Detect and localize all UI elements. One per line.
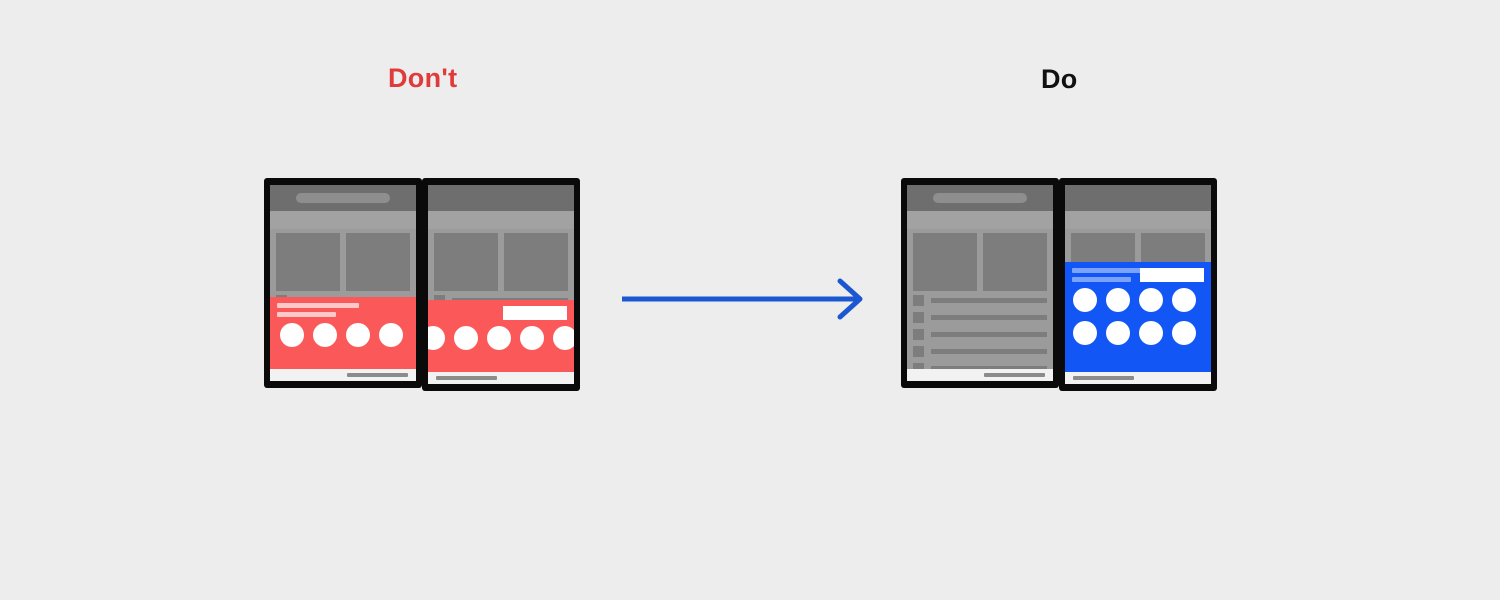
hero-card[interactable] — [276, 233, 340, 291]
overlay-dot[interactable] — [1172, 288, 1196, 312]
overlay-text-line — [277, 303, 359, 308]
home-indicator-strip — [270, 369, 416, 381]
search-bar-placeholder[interactable] — [933, 193, 1027, 203]
hero-card[interactable] — [504, 233, 568, 291]
overlay-dot-row — [1065, 321, 1211, 345]
hero-card[interactable] — [346, 233, 410, 291]
dont-device-pair — [264, 178, 580, 391]
dont-section-label: Don't — [388, 63, 458, 93]
device-screen — [428, 185, 574, 384]
overlay-dot[interactable] — [280, 323, 304, 347]
search-bar-placeholder[interactable] — [296, 193, 390, 203]
bottom-sheet-overlay — [428, 300, 574, 372]
overlay-header — [428, 300, 574, 326]
home-indicator-strip — [1065, 372, 1211, 384]
list-item-text-bar — [931, 298, 1047, 303]
overlay-dot[interactable] — [1172, 321, 1196, 345]
home-indicator[interactable] — [436, 376, 497, 380]
status-bar — [1065, 185, 1211, 211]
overlay-dot[interactable] — [428, 326, 445, 350]
list-item-icon — [913, 295, 924, 306]
home-indicator[interactable] — [347, 373, 408, 377]
sub-header-bar — [907, 211, 1053, 229]
overlay-action-button[interactable] — [502, 306, 567, 320]
device-screen — [907, 185, 1053, 381]
bottom-sheet-overlay — [270, 297, 416, 369]
do-device-right — [1059, 178, 1217, 391]
overlay-text-lines — [1072, 268, 1154, 282]
list-item-text-bar — [931, 366, 1047, 371]
overlay-dot[interactable] — [379, 323, 403, 347]
hero-card-group — [270, 229, 416, 291]
transition-arrow — [620, 276, 870, 322]
list-item-icon — [913, 363, 924, 374]
device-screen — [270, 185, 416, 381]
overlay-dot[interactable] — [1106, 288, 1130, 312]
overlay-dot[interactable] — [1073, 321, 1097, 345]
device-screen — [1065, 185, 1211, 384]
hero-card-group — [907, 229, 1053, 291]
overlay-dot[interactable] — [313, 323, 337, 347]
overlay-dot[interactable] — [1073, 288, 1097, 312]
list-item[interactable] — [913, 312, 1047, 323]
hero-card[interactable] — [913, 233, 977, 291]
do-device-left — [901, 178, 1059, 388]
list-item-icon — [913, 329, 924, 340]
home-indicator-strip — [907, 369, 1053, 381]
list-item[interactable] — [913, 346, 1047, 357]
do-device-pair — [901, 178, 1217, 391]
list-item-text-bar — [931, 349, 1047, 354]
do-section-label: Do — [1041, 64, 1078, 94]
overlay-dot[interactable] — [1139, 321, 1163, 345]
overlay-text-line — [1072, 268, 1154, 273]
overlay-text-line — [1072, 277, 1131, 282]
list-item-icon — [913, 346, 924, 357]
overlay-text-lines — [277, 303, 359, 317]
overlay-dot[interactable] — [487, 326, 511, 350]
overlay-dot[interactable] — [346, 323, 370, 347]
hero-card-group — [428, 229, 574, 291]
list-item-text-bar — [931, 332, 1047, 337]
overlay-action-button[interactable] — [1139, 268, 1204, 282]
overlay-header — [1065, 262, 1211, 288]
overlay-dot-row — [428, 326, 574, 350]
overlay-dot-row — [272, 323, 416, 347]
overlay-dot-row — [1065, 288, 1211, 312]
sub-header-bar — [1065, 211, 1211, 229]
status-bar — [270, 185, 416, 211]
home-indicator[interactable] — [1073, 376, 1134, 380]
overlay-dot[interactable] — [1106, 321, 1130, 345]
overlay-dot[interactable] — [454, 326, 478, 350]
list-item-text-bar — [931, 315, 1047, 320]
list-item[interactable] — [913, 295, 1047, 306]
status-bar — [428, 185, 574, 211]
home-indicator-strip — [428, 372, 574, 384]
content-list — [907, 295, 1053, 374]
list-item[interactable] — [913, 363, 1047, 374]
sub-header-bar — [270, 211, 416, 229]
list-item-icon — [913, 312, 924, 323]
status-bar — [907, 185, 1053, 211]
overlay-dot[interactable] — [520, 326, 544, 350]
overlay-text-line — [277, 312, 336, 317]
hero-card[interactable] — [434, 233, 498, 291]
bottom-sheet-overlay — [1065, 262, 1211, 372]
dont-device-left — [264, 178, 422, 388]
dont-device-right — [422, 178, 580, 391]
home-indicator[interactable] — [984, 373, 1045, 377]
arrow-right-icon — [622, 278, 863, 320]
overlay-dot[interactable] — [553, 326, 574, 350]
list-item[interactable] — [913, 329, 1047, 340]
overlay-header — [270, 297, 416, 323]
overlay-dot[interactable] — [1139, 288, 1163, 312]
hero-card[interactable] — [983, 233, 1047, 291]
sub-header-bar — [428, 211, 574, 229]
